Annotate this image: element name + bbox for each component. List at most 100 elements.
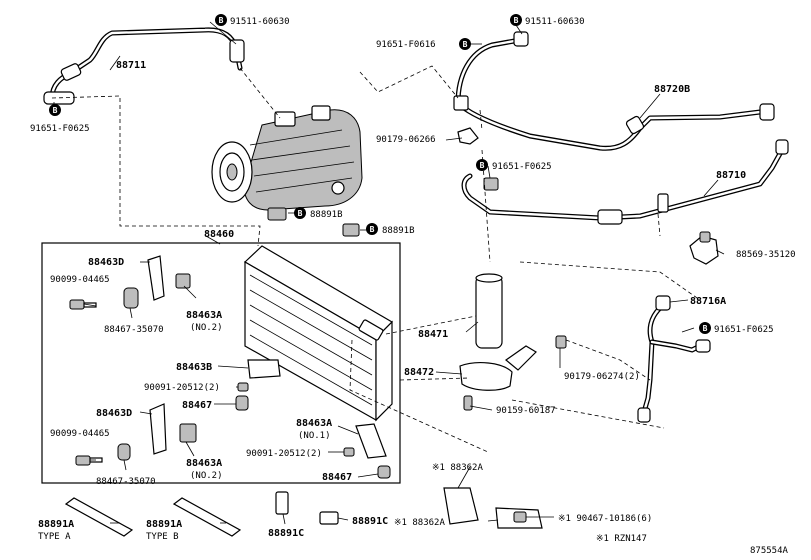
label-88467-a: 88467 (182, 400, 212, 411)
badge-91651-f0625-mid: B (476, 159, 488, 171)
grommet-88467-b[interactable] (377, 465, 391, 479)
svg-text:B: B (219, 16, 224, 25)
label-88467-35070-b: 88467-35070 (96, 477, 156, 487)
label-88891c-a: 88891C (268, 528, 304, 539)
bolt-90091-20512-b[interactable] (343, 447, 355, 457)
label-88891a-a: 88891A (38, 519, 74, 530)
seal-88891c-b[interactable] (319, 511, 339, 525)
label-91511-60630-a: 91511-60630 (230, 17, 290, 27)
svg-text:B: B (703, 324, 708, 333)
bolt-90099-04465-bottom[interactable] (75, 455, 103, 466)
clamp-90179-06266[interactable] (457, 127, 479, 145)
leader-lines (53, 21, 725, 525)
label-type-b: TYPE B (146, 532, 179, 542)
part-labels: 91511-60630 91511-60630 88711 91651-F062… (30, 17, 796, 556)
tube-88716a[interactable] (637, 295, 711, 423)
phantom-lines (51, 65, 701, 453)
cushion-88891b-b[interactable] (342, 223, 360, 237)
label-91651-f0625-right: 91651-F0625 (714, 325, 774, 335)
badge-91651-f0616: B (459, 38, 471, 50)
bracket-88463b[interactable] (247, 359, 281, 379)
seal-88891a-type-b[interactable] (172, 497, 242, 537)
label-90091-20512-b: 90091-20512(2) (246, 449, 322, 459)
label-88362a-bottom: ※1 88362A (394, 518, 445, 528)
label-88467-35070-a: 88467-35070 (104, 325, 164, 335)
holder-88472[interactable] (459, 345, 537, 391)
badge-88891b-b: B (366, 223, 378, 235)
clip-90179-06274[interactable] (555, 335, 567, 349)
label-90179-06266: 90179-06266 (376, 135, 436, 145)
cushion-88891b-a[interactable] (267, 207, 287, 221)
screw-90467-10186[interactable] (513, 511, 527, 523)
svg-text:B: B (370, 225, 375, 234)
drawing-number: 875554A (750, 546, 789, 556)
badge-91511-60630-a: B (215, 14, 227, 26)
label-88472: 88472 (404, 367, 434, 378)
label-88471: 88471 (418, 329, 448, 340)
label-88710: 88710 (716, 170, 746, 181)
label-91651-f0625-left: 91651-F0625 (30, 124, 90, 134)
label-88720b: 88720B (654, 84, 690, 95)
compressor[interactable] (211, 105, 363, 211)
label-88716a: 88716A (690, 296, 726, 307)
svg-text:B: B (298, 209, 303, 218)
label-no1: (NO.1) (298, 431, 331, 441)
label-88463a-no1: 88463A (296, 418, 332, 429)
label-88891b-b: 88891B (382, 226, 415, 236)
badge-88891b-a: B (294, 207, 306, 219)
label-88711: 88711 (116, 60, 146, 71)
label-88891c-b: 88891C (352, 516, 388, 527)
svg-text:B: B (463, 40, 468, 49)
label-88362a-top: ※1 88362A (432, 463, 483, 473)
label-88891b-a: 88891B (310, 210, 343, 220)
label-88463d-b: 88463D (96, 408, 132, 419)
label-90091-20512-a: 90091-20512(2) (144, 383, 220, 393)
footnote-rzn147: ※1 RZN147 (596, 534, 647, 544)
bracket-88463d-top[interactable] (147, 255, 165, 301)
badge-91651-f0625-left: B (49, 104, 61, 116)
label-88463a-no2-b: 88463A (186, 458, 222, 469)
seal-88891c-a[interactable] (275, 491, 289, 515)
svg-text:B: B (480, 161, 485, 170)
suction-hose-88720b[interactable] (453, 31, 775, 151)
grommet-88467-35070-bottom[interactable] (117, 443, 131, 461)
badge-91511-60630-b: B (510, 14, 522, 26)
grommet-88467-35070-top[interactable] (123, 287, 139, 309)
label-88569-35120: 88569-35120 (736, 250, 796, 260)
badge-91651-f0625-right: B (699, 322, 711, 334)
bracket-88463d-bottom[interactable] (149, 403, 167, 455)
label-88463a-no2-a: 88463A (186, 310, 222, 321)
seal-88891a-type-a[interactable] (64, 497, 134, 537)
liquid-tube-88710[interactable] (461, 139, 789, 225)
label-88891a-b: 88891A (146, 519, 182, 530)
bracket-88463a-no1[interactable] (355, 423, 387, 459)
label-90099-04465-a: 90099-04465 (50, 275, 110, 285)
condenser-88460[interactable] (244, 245, 393, 422)
bracket-88463a-no2-top[interactable] (175, 273, 191, 289)
label-no2-b: (NO.2) (190, 471, 223, 481)
label-91511-60630-b: 91511-60630 (525, 17, 585, 27)
svg-text:B: B (514, 16, 519, 25)
bracket-88569-35120[interactable] (689, 231, 719, 265)
condenser-assembly-frame (41, 242, 401, 484)
svg-text:B: B (53, 106, 58, 115)
label-88460: 88460 (204, 229, 234, 240)
label-90099-04465-b: 90099-04465 (50, 429, 110, 439)
bolt-90099-04465-top[interactable] (69, 299, 97, 310)
receiver-88471[interactable] (475, 273, 503, 349)
label-90179-06274: 90179-06274(2) (564, 372, 640, 382)
bracket-88463a-no2-bottom[interactable] (179, 423, 197, 443)
bolt-90159-60187[interactable] (463, 395, 473, 411)
label-88463b: 88463B (176, 362, 212, 373)
bracket-88362a-top[interactable] (443, 487, 479, 525)
label-90467-10186: ※1 90467-10186(6) (558, 514, 652, 524)
label-88463d-a: 88463D (88, 257, 124, 268)
label-91651-f0625-mid: 91651-F0625 (492, 162, 552, 172)
label-88467-b: 88467 (322, 472, 352, 483)
label-no2-a: (NO.2) (190, 323, 223, 333)
bolt-90091-20512-a[interactable] (237, 382, 249, 392)
discharge-hose-88711[interactable] (43, 27, 245, 105)
grommet-88467-a[interactable] (235, 395, 249, 411)
label-90159-60187: 90159-60187 (496, 406, 556, 416)
